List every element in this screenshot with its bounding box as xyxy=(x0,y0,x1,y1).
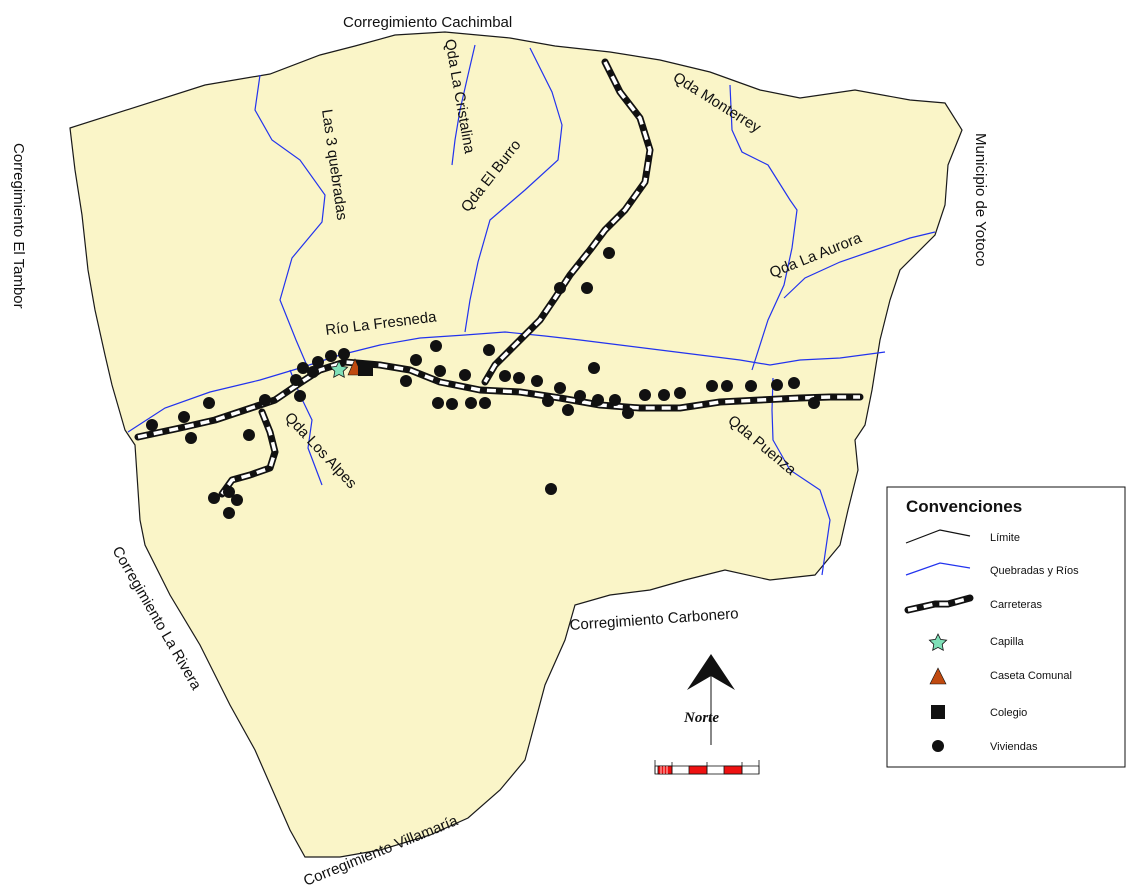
legend-title: Convenciones xyxy=(906,497,1022,516)
vivienda xyxy=(410,354,422,366)
vivienda xyxy=(674,387,686,399)
north-label: Norte xyxy=(683,710,719,726)
vivienda xyxy=(562,404,574,416)
stream-la-cristalina xyxy=(451,44,476,166)
stream-el-burro xyxy=(464,47,563,333)
legend: Convenciones Límite Quebradas y Ríos Car… xyxy=(886,486,1126,768)
legend-item-label: Límite xyxy=(990,532,1020,544)
vivienda xyxy=(588,362,600,374)
vivienda xyxy=(658,389,670,401)
vivienda xyxy=(574,390,586,402)
vivienda xyxy=(706,380,718,392)
star-icon xyxy=(928,633,948,651)
capilla-star-icon xyxy=(329,360,349,378)
vivienda xyxy=(307,366,319,378)
vivienda xyxy=(788,377,800,389)
square-icon xyxy=(931,705,945,719)
vivienda xyxy=(223,507,235,519)
vivienda xyxy=(465,397,477,409)
vivienda xyxy=(592,394,604,406)
vivienda xyxy=(231,494,243,506)
vivienda xyxy=(745,380,757,392)
vivienda xyxy=(325,350,337,362)
north-arrow: Norte xyxy=(683,654,735,745)
vivienda xyxy=(312,356,324,368)
boundary-line-icon xyxy=(905,529,971,544)
stream-monterrey xyxy=(729,84,798,371)
vivienda xyxy=(581,282,593,294)
vivienda xyxy=(721,380,733,392)
vivienda xyxy=(639,389,651,401)
stream-puenza xyxy=(771,377,831,576)
stream-la-aurora xyxy=(783,231,936,299)
legend-item-label: Carreteras xyxy=(990,599,1042,611)
vivienda xyxy=(290,374,302,386)
roads-layer xyxy=(134,58,864,498)
legend-item-label: Colegio xyxy=(990,707,1027,719)
vivienda xyxy=(243,429,255,441)
road-line-icon xyxy=(904,594,974,614)
vivienda xyxy=(185,432,197,444)
vivienda xyxy=(603,247,615,259)
vivienda xyxy=(434,365,446,377)
label-corregimiento-carbonero: Corregimiento Carbonero xyxy=(569,605,739,634)
vivienda xyxy=(554,282,566,294)
north-arrow-icon xyxy=(687,654,735,690)
vivienda xyxy=(297,362,309,374)
vivienda xyxy=(499,370,511,382)
viviendas-layer xyxy=(146,247,820,519)
stream-line-icon xyxy=(905,562,971,576)
vivienda xyxy=(542,395,554,407)
vivienda xyxy=(432,397,444,409)
vivienda xyxy=(513,372,525,384)
vivienda xyxy=(223,486,235,498)
vivienda xyxy=(294,390,306,402)
territory-boundary xyxy=(69,31,963,858)
vivienda xyxy=(479,397,491,409)
vivienda xyxy=(483,344,495,356)
vivienda xyxy=(259,394,271,406)
label-corregimiento-el-tambor: Corregimiento El Tambor xyxy=(10,143,27,309)
vivienda xyxy=(208,492,220,504)
vivienda xyxy=(146,419,158,431)
vivienda xyxy=(554,382,566,394)
colegio-square-icon xyxy=(358,361,373,376)
legend-item-label: Viviendas xyxy=(990,741,1038,753)
vivienda xyxy=(808,397,820,409)
scale-bar xyxy=(654,760,760,775)
vivienda xyxy=(203,397,215,409)
vivienda xyxy=(338,348,350,360)
vivienda xyxy=(609,394,621,406)
vivienda xyxy=(771,379,783,391)
triangle-icon xyxy=(929,667,947,685)
vivienda xyxy=(400,375,412,387)
vivienda xyxy=(531,375,543,387)
legend-item-label: Quebradas y Ríos xyxy=(990,565,1079,577)
vivienda xyxy=(622,407,634,419)
label-corregimiento-cachimbal: Corregimiento Cachimbal xyxy=(343,14,512,31)
dot-icon xyxy=(932,740,944,752)
vivienda xyxy=(178,411,190,423)
stream-las-3-quebradas xyxy=(254,74,326,369)
vivienda xyxy=(459,369,471,381)
vivienda xyxy=(545,483,557,495)
vivienda xyxy=(446,398,458,410)
streams-layer xyxy=(127,44,936,576)
legend-item-label: Capilla xyxy=(990,636,1025,648)
vivienda xyxy=(430,340,442,352)
legend-item-label: Caseta Comunal xyxy=(990,670,1072,682)
label-municipio-de-yotoco: Municipio de Yotoco xyxy=(972,133,989,266)
